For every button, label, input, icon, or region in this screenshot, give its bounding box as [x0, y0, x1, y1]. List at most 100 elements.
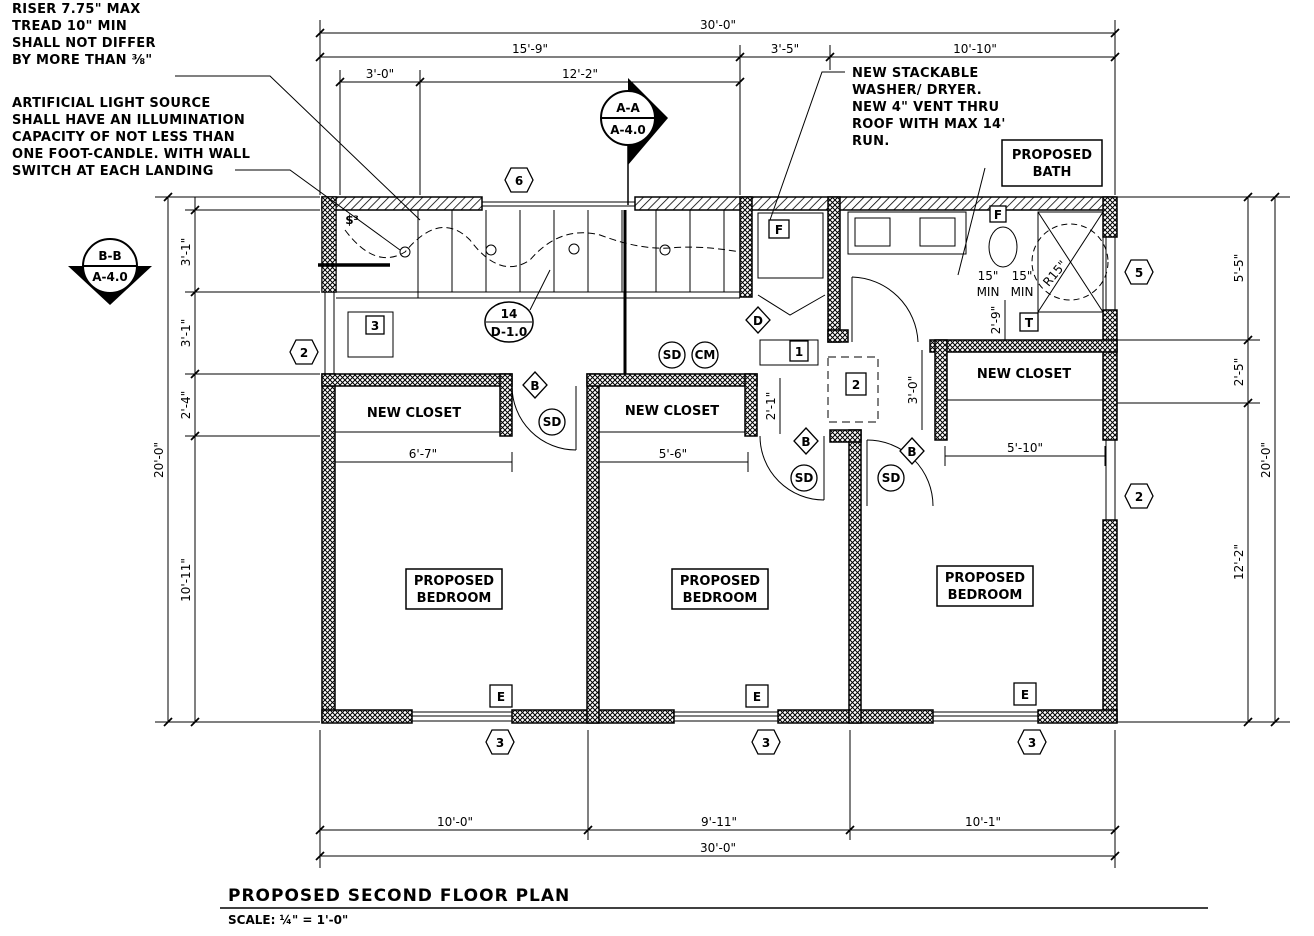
dim-top-b: 3'-5": [771, 42, 799, 56]
tag-6: 6: [515, 174, 523, 188]
drawing-title: PROPOSED SECOND FLOOR PLAN: [228, 886, 570, 906]
tag-b-3: B: [907, 445, 916, 459]
shower: [1037, 211, 1104, 313]
tag-3-a: 3: [496, 736, 504, 750]
tag-b-1: B: [530, 379, 539, 393]
dim-bath-v: 2'-9": [989, 306, 1003, 334]
dim-left-c: 2'-4": [179, 391, 193, 419]
note-light-line2: SHALL HAVE AN ILLUMINATION: [12, 113, 245, 128]
tag-2-right: 2: [1135, 490, 1143, 504]
drawing-scale: SCALE: ¼" = 1'-0": [228, 913, 348, 927]
dimension-labels: 30'-0" 15'-9" 3'-5" 10'-10" 3'-0" 12'-2"…: [152, 18, 1273, 855]
detail-top: 14: [501, 307, 518, 321]
dim-left-d: 10'-11": [179, 558, 193, 602]
tag-sd-3: SD: [795, 471, 814, 485]
dim-stair-a: 3'-0": [366, 67, 394, 81]
dim-top-overall: 30'-0": [700, 18, 736, 32]
note-light-line5: SWITCH AT EACH LANDING: [12, 164, 214, 179]
section-marker-bb: B-B A-4.0: [68, 238, 152, 305]
dim-right-a: 5'-5": [1232, 254, 1246, 282]
bath-label-line1: PROPOSED: [1012, 148, 1092, 163]
tag-e-1: E: [497, 690, 505, 704]
tag-f-fan: F: [994, 208, 1002, 222]
switch-symbol: $³: [345, 213, 359, 227]
dimension-ticks: [163, 28, 1280, 861]
tag-f-washer: F: [775, 223, 783, 237]
walls: [321, 196, 1118, 724]
tag-b-2: B: [801, 435, 810, 449]
tag-t: T: [1025, 316, 1034, 330]
bedroom-3-label-line2: BEDROOM: [948, 588, 1023, 603]
note-washer-line3: NEW 4" VENT THRU: [852, 100, 999, 115]
smoke-detector-tags: [538, 341, 905, 492]
dim-left-total: 20'-0": [152, 442, 166, 478]
tag-sd-1: SD: [543, 415, 562, 429]
tag-3-c: 3: [1028, 736, 1036, 750]
section-aa-top: A-A: [616, 101, 640, 115]
room-bedroom-2-label: PROPOSED BEDROOM: [671, 568, 769, 610]
detail-bottom: D-1.0: [491, 325, 527, 339]
bedroom-2-label-line1: PROPOSED: [680, 574, 760, 589]
window-tags: [289, 167, 1154, 755]
note-light: ARTIFICIAL LIGHT SOURCE SHALL HAVE AN IL…: [12, 96, 401, 251]
vanity: [847, 211, 967, 255]
note-washer-line2: WASHER/ DRYER.: [852, 83, 982, 98]
dim-top-a: 15'-9": [512, 42, 548, 56]
dim-min-b: MIN: [1011, 285, 1034, 299]
bath-label-line2: BATH: [1033, 165, 1072, 180]
bedroom-1-label-line2: BEDROOM: [417, 591, 492, 606]
note-light-line4: ONE FOOT-CANDLE. WITH WALL: [12, 147, 250, 162]
dim-hall-b: 3'-0": [906, 376, 920, 404]
note-riser-line3: SHALL NOT DIFFER: [12, 36, 156, 51]
dim-left-a: 3'-1": [179, 238, 193, 266]
dim-bot-b: 9'-11": [701, 815, 737, 829]
section-bb-top: B-B: [98, 249, 121, 263]
toilet: [988, 226, 1018, 268]
detail-marker: 14 D-1.0: [484, 269, 551, 343]
tag-d: D: [753, 314, 763, 328]
tag-5: 5: [1135, 266, 1143, 280]
closet-3-label: NEW CLOSET: [977, 367, 1071, 382]
dim-top-c: 10'-10": [953, 42, 997, 56]
note-washer-line5: RUN.: [852, 134, 890, 149]
note-washer-line4: ROOF WITH MAX 14': [852, 117, 1006, 132]
dim-right-b: 2'-5": [1232, 358, 1246, 386]
dim-bot-overall: 30'-0": [700, 841, 736, 855]
note-washer: NEW STACKABLE WASHER/ DRYER. NEW 4" VENT…: [769, 66, 1006, 221]
dim-left-b: 3'-1": [179, 319, 193, 347]
dim-r15: R15": [1040, 258, 1069, 289]
dim-stair-b: 12'-2": [562, 67, 598, 81]
room-bedroom-1-label: PROPOSED BEDROOM: [405, 568, 503, 610]
note-riser: RISER 7.75" MAX TREAD 10" MIN SHALL NOT …: [12, 2, 421, 221]
dim-hall-a: 2'-1": [764, 392, 778, 420]
dim-right-total: 20'-0": [1259, 442, 1273, 478]
dim-closet-1: 6'-7": [409, 447, 437, 461]
dim-bot-c: 10'-1": [965, 815, 1001, 829]
tag-3-b: 3: [762, 736, 770, 750]
door-tags: [522, 306, 925, 465]
tag-cm: CM: [695, 348, 716, 362]
bedroom-2-label-line2: BEDROOM: [683, 591, 758, 606]
closet-1-label: NEW CLOSET: [367, 406, 461, 421]
section-aa-bottom: A-4.0: [610, 123, 646, 137]
dim-right-c: 12'-2": [1232, 544, 1246, 580]
note-light-line1: ARTIFICIAL LIGHT SOURCE: [12, 96, 211, 111]
fixtures: [347, 211, 1109, 423]
note-riser-line4: BY MORE THAN ⅜": [12, 53, 153, 68]
tag-e-3: E: [1021, 688, 1029, 702]
tag-3-box: 3: [371, 319, 379, 333]
dimension-lines: [155, 20, 1290, 868]
note-riser-line1: RISER 7.75" MAX: [12, 2, 141, 17]
washer-dryer: [757, 212, 824, 279]
section-marker-aa: A-A A-4.0: [600, 78, 668, 205]
tag-1-box: 1: [795, 345, 803, 359]
dim-bot-a: 10'-0": [437, 815, 473, 829]
dim-min15-a: 15": [978, 269, 999, 283]
dim-min-a: MIN: [977, 285, 1000, 299]
section-bb-bottom: A-4.0: [92, 270, 128, 284]
tag-e-2: E: [753, 690, 761, 704]
dim-closet-3: 5'-10": [1007, 441, 1043, 455]
note-riser-line2: TREAD 10" MIN: [12, 19, 127, 34]
note-light-line3: CAPACITY OF NOT LESS THAN: [12, 130, 235, 145]
